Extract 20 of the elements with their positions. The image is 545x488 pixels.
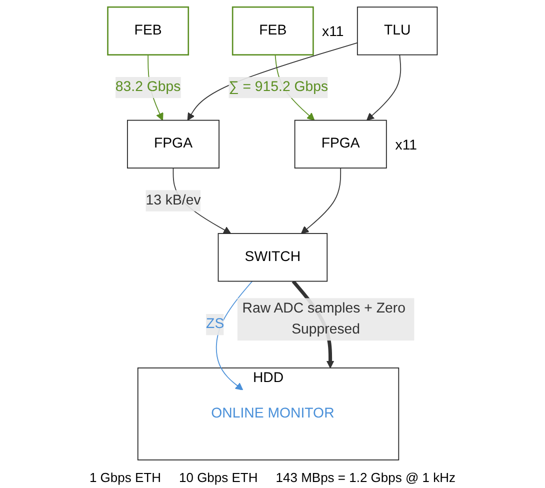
edge-label: ZS (206, 316, 224, 332)
node-box: TLU (356, 6, 438, 56)
note-text: 10 Gbps ETH (179, 470, 258, 485)
note-text: 143 MBps = 1.2 Gbps @ 1 kHz (276, 470, 456, 485)
multiplier-text: x11 (395, 136, 417, 152)
node-box: FEB (107, 6, 190, 56)
multiplier-text: x11 (322, 23, 344, 40)
edge-label: Raw ADC samples + Zero Suppresed (242, 300, 406, 338)
node-box: FEB (232, 6, 314, 56)
arrow (301, 168, 342, 234)
node-box: FPGA (127, 120, 220, 168)
node-box: FPGA (294, 120, 387, 168)
edge-label: 13 kB/ev (146, 192, 201, 208)
edge-label: ∑ = 915.2 Gbps (228, 80, 328, 95)
note-text: 1 Gbps ETH (89, 470, 161, 485)
node-text: ONLINE MONITOR (211, 406, 334, 422)
edge-label: 83.2 Gbps (115, 80, 181, 95)
arrow (216, 280, 253, 390)
node-box: SWITCH (218, 233, 328, 282)
arrow (366, 54, 402, 121)
